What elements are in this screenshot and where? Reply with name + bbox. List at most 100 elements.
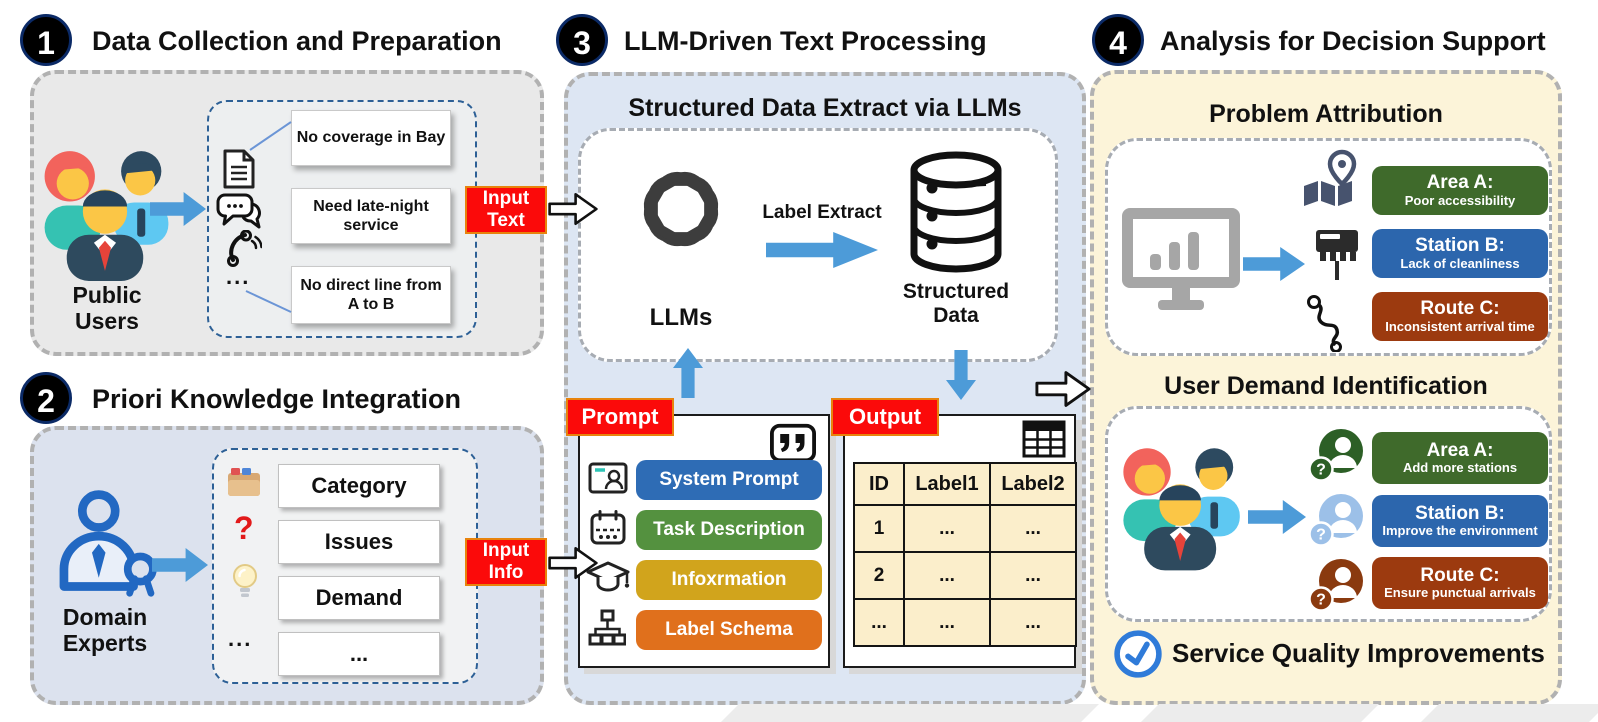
public-users-group-icon bbox=[44, 151, 169, 281]
demand-pill-area: Area A: Add more stations bbox=[1372, 432, 1548, 484]
section-1-title: Data Collection and Preparation bbox=[92, 26, 502, 56]
prompt-part-system: System Prompt bbox=[636, 460, 822, 500]
hollow-arrow-right-icon bbox=[1035, 371, 1091, 407]
pill-head: Area A: bbox=[1426, 439, 1494, 461]
pill-head: Area A: bbox=[1426, 172, 1494, 194]
output-cell: ... bbox=[853, 598, 905, 647]
section-2-title: Priori Knowledge Integration bbox=[92, 384, 462, 414]
knowledge-item: Category bbox=[278, 464, 440, 508]
pill-head: Station B: bbox=[1415, 502, 1505, 524]
chat-icon bbox=[216, 193, 261, 229]
table-icon bbox=[1022, 420, 1066, 458]
prompt-part-schema: Label Schema bbox=[636, 610, 822, 650]
pill-desc: Poor accessibility bbox=[1404, 192, 1516, 208]
domain-expert-icon bbox=[59, 490, 157, 597]
output-cell: ... bbox=[903, 551, 991, 600]
quote-icon bbox=[770, 423, 816, 463]
prompt-tag: Prompt bbox=[566, 398, 674, 436]
problem-pill-route: Route C: Inconsistent arrival time bbox=[1372, 292, 1548, 341]
prompt-part-task: Task Description bbox=[636, 510, 822, 550]
graduation-cap-icon bbox=[586, 561, 630, 592]
user-note: Need late-night service bbox=[291, 188, 451, 244]
user-demand-title: User Demand Identification bbox=[1164, 372, 1488, 400]
input-info-tag: Input Info bbox=[465, 538, 547, 586]
pill-desc: Add more stations bbox=[1402, 460, 1518, 476]
station-sign-icon bbox=[1316, 230, 1358, 280]
user-note: No coverage in Bay bbox=[291, 110, 451, 166]
output-cell: ... bbox=[989, 551, 1077, 600]
output-cell: ... bbox=[903, 598, 991, 647]
id-card-icon bbox=[588, 462, 628, 494]
person-question-icon-green: ? bbox=[1308, 429, 1363, 482]
demand-pill-station: Station B: Improve the environment bbox=[1372, 495, 1548, 547]
output-cell: ... bbox=[989, 504, 1077, 553]
table-row: 2 ... ... bbox=[853, 551, 1077, 600]
public-users-group-icon bbox=[1123, 448, 1240, 571]
output-cell: 1 bbox=[853, 504, 905, 553]
svg-text:?: ? bbox=[1316, 592, 1326, 609]
step-3-badge: 3 bbox=[556, 14, 608, 66]
input-text-tag: Input Text bbox=[465, 186, 547, 234]
problem-pill-station: Station B: Lack of cleanliness bbox=[1372, 229, 1548, 278]
watermark-stripe bbox=[1141, 704, 1379, 722]
output-col-header: Label2 bbox=[989, 462, 1077, 506]
person-question-icon-brown: ? bbox=[1308, 559, 1363, 612]
output-cell: ... bbox=[989, 598, 1077, 647]
step-4-badge: 4 bbox=[1092, 14, 1144, 66]
public-users-label: Public Users bbox=[72, 282, 142, 335]
step-1-badge: 1 bbox=[20, 14, 72, 66]
hollow-arrow-right-icon bbox=[548, 192, 598, 226]
output-cell: ... bbox=[903, 504, 991, 553]
ellipsis: ... bbox=[228, 626, 253, 651]
prompt-part-information: Infoxrmation bbox=[636, 560, 822, 600]
pill-desc: Lack of cleanliness bbox=[1400, 255, 1520, 271]
table-row: ... ... ... bbox=[853, 598, 1077, 647]
label-extract-caption: Label Extract bbox=[762, 202, 882, 223]
watermark-stripe bbox=[1421, 704, 1598, 722]
table-row: 1 ... ... bbox=[853, 504, 1077, 553]
schema-tree-icon bbox=[588, 609, 626, 646]
pill-head: Station B: bbox=[1415, 235, 1505, 257]
database-icon bbox=[910, 151, 1002, 273]
output-col-header: Label1 bbox=[903, 462, 991, 506]
user-note: No direct line from A to B bbox=[291, 266, 451, 324]
pill-desc: Inconsistent arrival time bbox=[1385, 318, 1535, 334]
person-question-icon-blue: ? bbox=[1308, 494, 1363, 547]
analytics-monitor-icon bbox=[1122, 208, 1240, 310]
pill-head: Route C: bbox=[1420, 298, 1500, 320]
section-4-title: Analysis for Decision Support bbox=[1160, 26, 1546, 56]
output-table: ID Label1 Label2 1 ... ... 2 ... ... ...… bbox=[853, 462, 1077, 647]
service-quality-footer: Service Quality Improvements bbox=[1172, 638, 1545, 668]
route-icon bbox=[1307, 295, 1342, 352]
map-pin-icon bbox=[1304, 149, 1357, 206]
lightbulb-icon bbox=[233, 564, 257, 597]
card-index-icon bbox=[228, 468, 260, 496]
svg-text:?: ? bbox=[1316, 527, 1326, 544]
knowledge-item: Issues bbox=[278, 520, 440, 564]
check-circle-icon bbox=[1114, 630, 1162, 678]
problem-pill-area: Area A: Poor accessibility bbox=[1372, 166, 1548, 215]
demand-pill-route: Route C: Ensure punctual arrivals bbox=[1372, 557, 1548, 609]
phone-icon bbox=[227, 230, 262, 267]
pill-head: Route C: bbox=[1420, 564, 1500, 586]
problem-attribution-title: Problem Attribution bbox=[1209, 100, 1443, 128]
output-tag: Output bbox=[831, 398, 939, 436]
section-3-title: LLM-Driven Text Processing bbox=[624, 26, 987, 56]
calendar-icon bbox=[590, 510, 626, 545]
pill-desc: Improve the environment bbox=[1382, 523, 1538, 539]
hollow-arrow-right-icon bbox=[548, 546, 598, 580]
openai-llm-logo-icon bbox=[643, 171, 719, 247]
svg-text:?: ? bbox=[1316, 462, 1326, 479]
domain-experts-label: Domain Experts bbox=[62, 604, 148, 657]
knowledge-item: Demand bbox=[278, 576, 440, 620]
structured-data-label: Structured Data bbox=[902, 280, 1010, 328]
knowledge-item: ... bbox=[278, 632, 440, 676]
step-2-badge: 2 bbox=[20, 372, 72, 424]
question-mark-icon: ? bbox=[234, 510, 254, 546]
ellipsis: ... bbox=[226, 264, 251, 289]
output-cell: 2 bbox=[853, 551, 905, 600]
document-icon bbox=[223, 149, 255, 189]
watermark-stripe bbox=[721, 704, 1099, 722]
output-col-header: ID bbox=[853, 462, 905, 506]
